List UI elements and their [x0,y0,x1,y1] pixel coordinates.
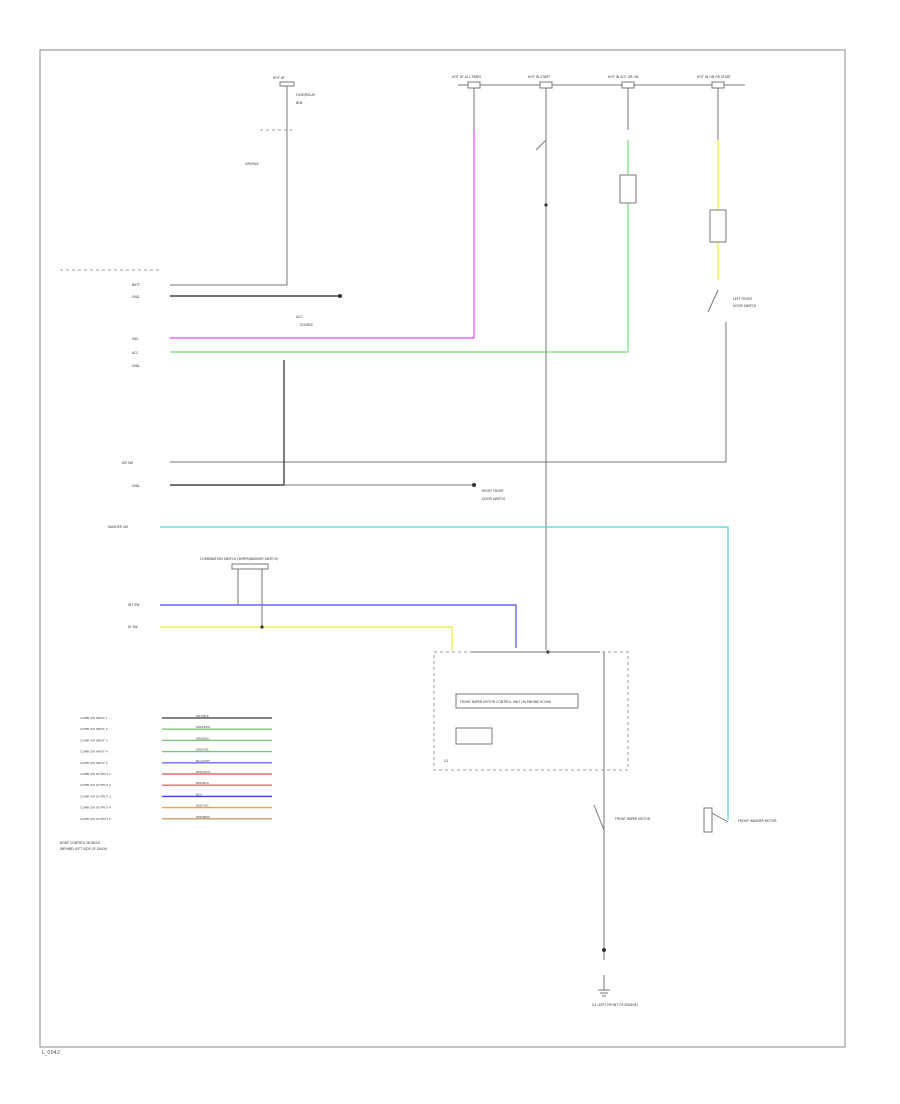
legend-row-wire-color: GRN/RED [196,725,211,729]
legend-row-name: COMB SW OUTPUT 4 [80,806,111,810]
legend-row: COMB SW OUTPUT 5 RED/BRN [80,815,272,821]
svg-text:G1: G1 [444,759,449,763]
legend-row-name: COMB SW OUTPUT 5 [80,817,111,821]
svg-text:RIGHT FRONT: RIGHT FRONT [482,489,504,493]
legend-row-wire-color: GRY/BLK [196,714,210,718]
pink-wire [170,130,475,339]
fuse-3: HOT IN ACC OR ON [608,75,639,130]
legend-row: COMB SW INPUT 4 GRN/YEL [80,748,272,754]
cyan-wire [160,526,729,820]
legend-row: COMB SW INPUT 3 GRN/BLU [80,736,272,742]
svg-text:BATT: BATT [132,283,140,287]
module-sublabel: (BEHIND LEFT SIDE OF DASH) [60,847,107,851]
legend-row-wire-color: GRN/BLU [196,736,209,740]
legend-row: COMB SW OUTPUT 1 RED/WHT [80,770,272,776]
front-wiper-motor: FRONT WIPER MOTOR [593,804,651,831]
legend-row-wire-color: BLU [196,792,202,796]
svg-text:LEFT FRONT: LEFT FRONT [733,297,752,301]
svg-text:BOX: BOX [296,101,303,105]
top-left-connector: HOT AT FUSE/RELAY BOX GRY/BLK [245,76,315,285]
legend-row-wire-color: RED/YEL [196,804,209,808]
svg-text:DOOR SWITCH: DOOR SWITCH [482,497,506,501]
legend-row-wire-color: RED/BRN [196,815,210,819]
legend-row-name: COMB SW INPUT 4 [80,750,108,754]
legend-row-name: COMB SW OUTPUT 3 [80,794,111,798]
ground-symbol: G1 (LEFT FRONT OF ENGINE) [592,975,638,1007]
svg-text:DR SW: DR SW [122,461,134,465]
legend-row-wire-color: RED/WHT [196,770,211,774]
fuse-4-label: HOT IN ON OR START [697,75,731,79]
legend-row: COMB SW INPUT 1 GRY/BLK [80,714,272,720]
fuse-1-label: HOT AT ALL TIMES [452,75,481,79]
legend-row: COMB SW OUTPUT 3 BLU [80,792,272,798]
wiper-relay-label: FRONT WIPER MOTOR CONTROL UNIT (IN ENGIN… [460,700,551,704]
svg-text:ACC: ACC [296,315,303,319]
diagram-frame [39,49,846,1048]
svg-text:IGN: IGN [132,337,138,341]
svg-text:WASHER SW: WASHER SW [108,525,129,529]
svg-text:INT SW: INT SW [128,603,140,607]
svg-text:ACC: ACC [132,351,139,355]
legend-row-name: COMB SW OUTPUT 1 [80,772,111,776]
fuse-2: HOT IN START [528,75,553,130]
svg-text:HI SW: HI SW [128,625,138,629]
svg-text:HOT AT: HOT AT [273,76,285,80]
svg-text:GND: GND [132,484,140,488]
legend-row-wire-color: RED/BLK [196,781,210,785]
svg-text:FUSE/RELAY: FUSE/RELAY [296,93,315,97]
washer-label: FRONT WASHER MOTOR [738,819,777,823]
legend-row: COMB SW OUTPUT 4 RED/YEL [80,804,272,810]
legend-row: COMB SW OUTPUT 2 RED/BLK [80,781,272,787]
legend-row-wire-color: GRN/YEL [196,748,209,752]
svg-text:GND: GND [132,295,140,299]
combination-switch-label: COMBINATION SWITCH (WIPER/WASHER SWITCH) [200,557,278,561]
fuse-1: HOT AT ALL TIMES [452,75,481,130]
legend-row: COMB SW INPUT 5 BLU/WHT [80,759,272,765]
fuse-3-label: HOT IN ACC OR ON [608,75,639,79]
wiper-control-unit: FRONT WIPER MOTOR CONTROL UNIT (IN ENGIN… [433,650,629,771]
green-wire [170,140,629,353]
yellow-wire [160,626,453,650]
footer-code: L_0042 [42,1050,60,1056]
svg-text:GRY/BLK: GRY/BLK [245,162,259,166]
wire-legend: COMB SW INPUT 1 GRY/BLK COMB SW INPUT 2 GRN… [80,714,272,821]
svg-text:DOOR SWITCH: DOOR SWITCH [733,304,757,308]
top-fuse-row: HOT AT ALL TIMES HOT IN START HOT IN ACC… [452,75,745,140]
combination-switch: COMBINATION SWITCH (WIPER/WASHER SWITCH) [200,557,278,629]
legend-row-wire-color: BLU/WHT [196,759,210,763]
right-relay-box [709,209,727,243]
wiper-motor-label: FRONT WIPER MOTOR [615,817,651,821]
fuse-2-label: HOT IN START [528,75,550,79]
module-pin-labels: BATT GND IGN ACC GND DR SW GND WASHER SW… [108,283,140,629]
front-washer-motor: FRONT WASHER MOTOR [703,807,777,833]
legend-row-name: COMB SW INPUT 1 [80,716,108,720]
module-label: BODY CONTROL MODULE [60,841,100,845]
blue-wire [160,604,517,648]
ground-label: G1 (LEFT FRONT OF ENGINE) [592,1003,638,1007]
legend-row: COMB SW INPUT 2 GRN/RED [80,725,272,731]
svg-text:GND: GND [132,364,140,368]
green-wire-resistor [619,174,637,204]
legend-row-name: COMB SW INPUT 2 [80,727,108,731]
legend-row-name: COMB SW INPUT 5 [80,761,108,765]
legend-row-name: COMB SW INPUT 3 [80,738,108,742]
svg-text:SOURCE: SOURCE [300,323,313,327]
legend-row-name: COMB SW OUTPUT 2 [80,783,111,787]
fuse-4: HOT IN ON OR START [697,75,731,140]
